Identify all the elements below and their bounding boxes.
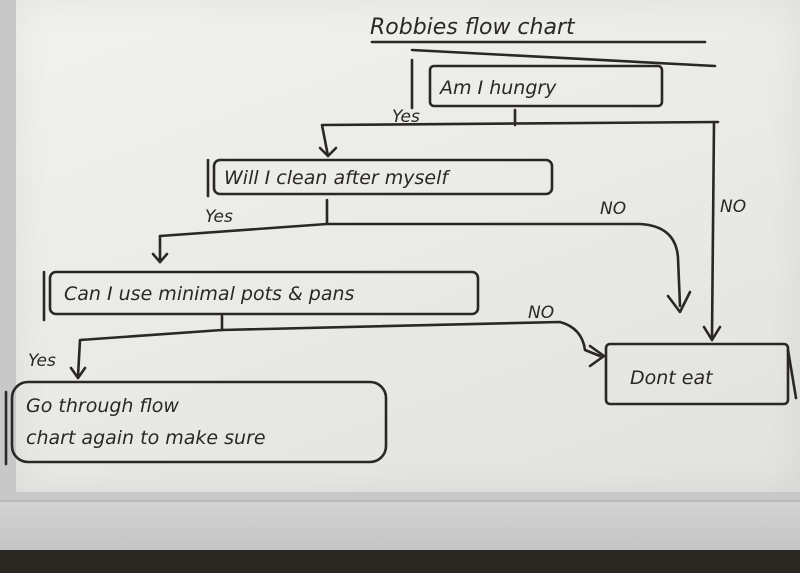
arrowhead-to-pots <box>151 252 169 264</box>
node-dont-eat-right-edge <box>786 348 798 400</box>
node-hungry-box <box>428 64 664 108</box>
edge-label-hungry-no: NO <box>720 197 746 217</box>
node-will-i-clean: Will I clean after myself <box>206 158 554 198</box>
arrowhead-clean-no <box>666 290 692 314</box>
diagram-title: Robbies flow chart <box>370 15 576 40</box>
node-repeat-box <box>10 380 388 464</box>
node-minimal-pots: Can I use minimal pots & pans <box>42 270 480 322</box>
node-dont-eat-label: Dont eat <box>630 367 714 389</box>
edge-label-pots-no: NO <box>528 303 554 323</box>
node-am-i-hungry: Am I hungry <box>410 58 664 110</box>
node-repeat-label-line1: Go through flow <box>26 395 179 417</box>
edge-label-clean-yes: Yes <box>205 207 233 227</box>
arrowhead-to-clean <box>318 146 338 158</box>
node-clean-label: Will I clean after myself <box>224 167 451 189</box>
node-pots-box <box>48 270 480 316</box>
edge-pots-yes <box>76 328 224 378</box>
edge-pots-no <box>220 314 602 358</box>
node-dont-eat: Dont eat <box>604 342 798 406</box>
node-pots-label: Can I use minimal pots & pans <box>64 283 355 305</box>
edge-clean-yes-no <box>158 198 682 308</box>
node-repeat-check: Go through flow chart again to make sure <box>4 380 388 466</box>
node-clean-box <box>212 158 554 196</box>
floor-strip <box>0 550 800 573</box>
title-underline-lower <box>410 48 717 68</box>
marker-tray <box>0 500 800 552</box>
edge-label-pots-yes: Yes <box>28 351 56 371</box>
arrowhead-to-repeat <box>69 366 87 380</box>
node-hungry-label: Am I hungry <box>438 77 557 99</box>
whiteboard-surface <box>16 0 800 492</box>
arrowhead-hungry-no <box>702 325 722 342</box>
edge-label-hungry-yes: Yes <box>392 107 420 127</box>
arrowhead-pots-no <box>588 344 606 368</box>
node-dont-eat-box <box>604 342 790 406</box>
edge-hungry-no <box>710 120 716 338</box>
node-repeat-label-line2: chart again to make sure <box>26 427 266 449</box>
edge-hungry-yes <box>320 108 720 158</box>
edge-label-clean-no: NO <box>600 199 626 219</box>
